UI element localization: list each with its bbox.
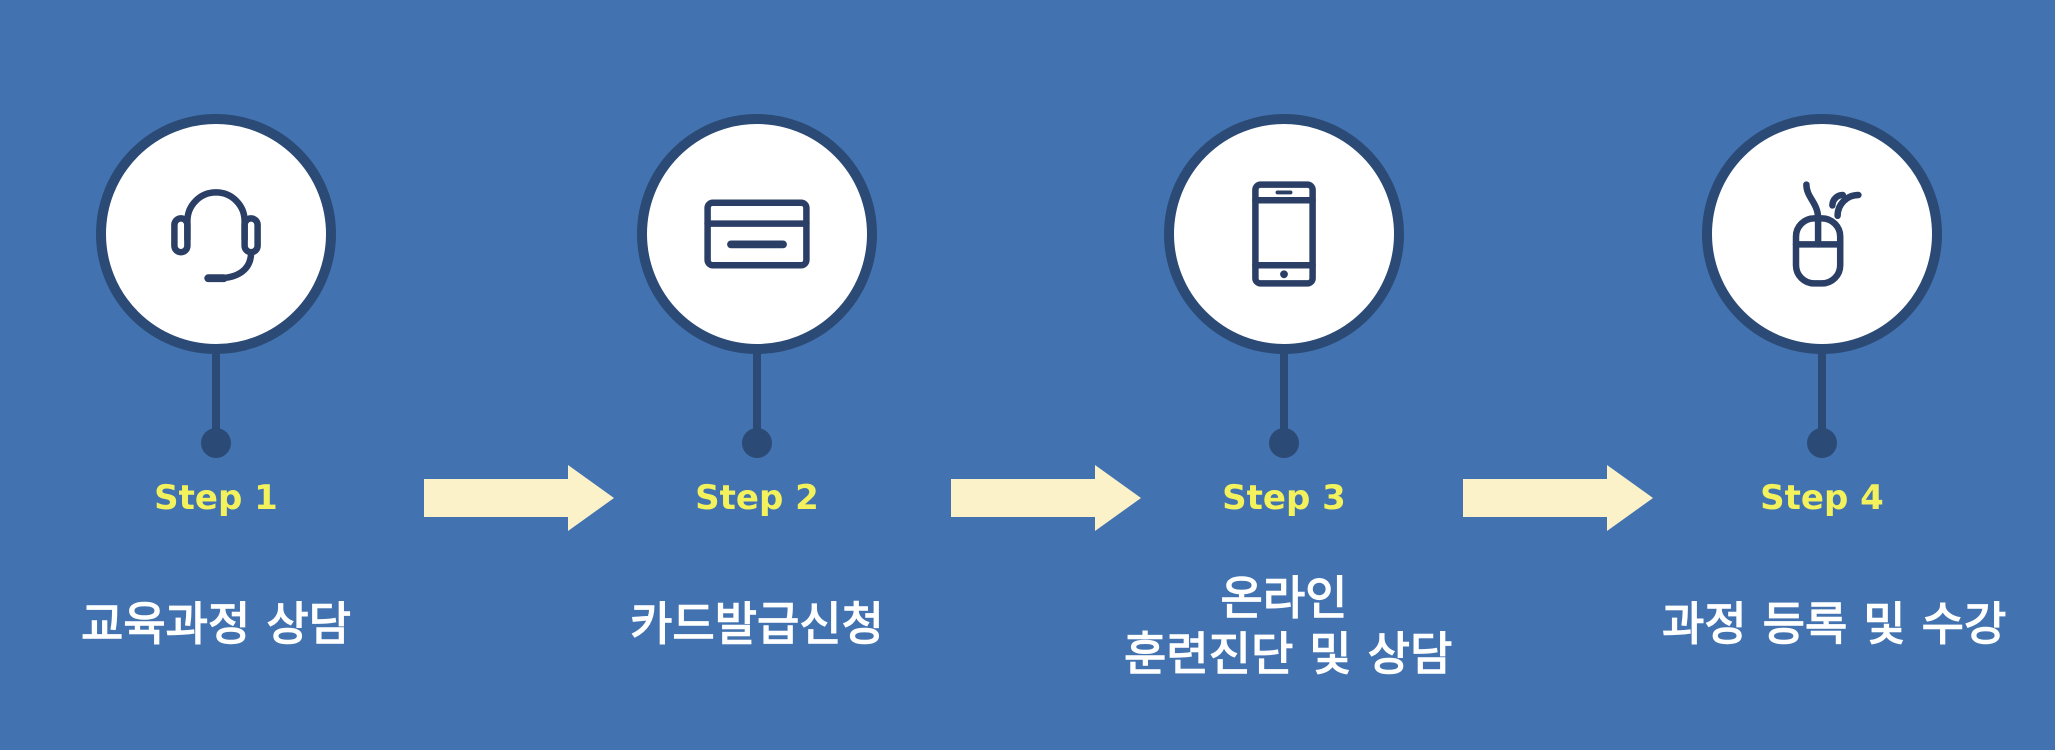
credit-card-icon bbox=[704, 199, 810, 269]
arrow-2 bbox=[951, 465, 1141, 531]
step-3-dot bbox=[1269, 428, 1299, 458]
tablet-icon bbox=[1252, 181, 1316, 287]
step-3-title-line-1: 온라인 bbox=[1220, 571, 1348, 625]
step-1-label: Step 1 bbox=[154, 478, 278, 518]
step-1-dot bbox=[201, 428, 231, 458]
step-1: Step 1 교육과정 상담 bbox=[56, 0, 376, 750]
arrow-right-icon bbox=[424, 465, 614, 531]
step-3-title-line-2: 훈련진단 및 상담 bbox=[1124, 627, 1453, 681]
step-4-dot bbox=[1807, 428, 1837, 458]
step-2-label: Step 2 bbox=[695, 478, 819, 518]
arrow-right-icon bbox=[1463, 465, 1653, 531]
step-4-label: Step 4 bbox=[1760, 478, 1884, 518]
step-4-title: 과정 등록 및 수강 bbox=[1662, 596, 2007, 652]
headset-icon bbox=[171, 189, 261, 283]
arrow-3 bbox=[1463, 465, 1653, 531]
step-3-circle bbox=[1164, 114, 1404, 354]
arrow-right-icon bbox=[951, 465, 1141, 531]
step-1-circle bbox=[96, 114, 336, 354]
step-2-circle bbox=[637, 114, 877, 354]
step-3-stem bbox=[1280, 350, 1288, 435]
step-4: Step 4 과정 등록 및 수강 bbox=[1662, 0, 2007, 750]
step-2-stem bbox=[753, 350, 761, 435]
step-4-stem bbox=[1818, 350, 1826, 435]
step-3-label: Step 3 bbox=[1222, 478, 1346, 518]
step-2: Step 2 카드발급신청 bbox=[597, 0, 917, 750]
step-2-title: 카드발급신청 bbox=[597, 596, 917, 652]
step-2-dot bbox=[742, 428, 772, 458]
mouse-icon bbox=[1792, 181, 1862, 287]
step-4-circle bbox=[1702, 114, 1942, 354]
arrow-1 bbox=[424, 465, 614, 531]
step-2-title-line: 카드발급신청 bbox=[630, 597, 884, 651]
step-4-title-line: 과정 등록 및 수강 bbox=[1662, 597, 2007, 651]
step-1-stem bbox=[212, 350, 220, 435]
step-1-title: 교육과정 상담 bbox=[56, 596, 376, 652]
step-3: Step 3 온라인 훈련진단 및 상담 bbox=[1124, 0, 1453, 750]
step-1-title-line: 교육과정 상담 bbox=[81, 597, 351, 651]
step-3-title: 온라인 훈련진단 및 상담 bbox=[1124, 570, 1453, 682]
